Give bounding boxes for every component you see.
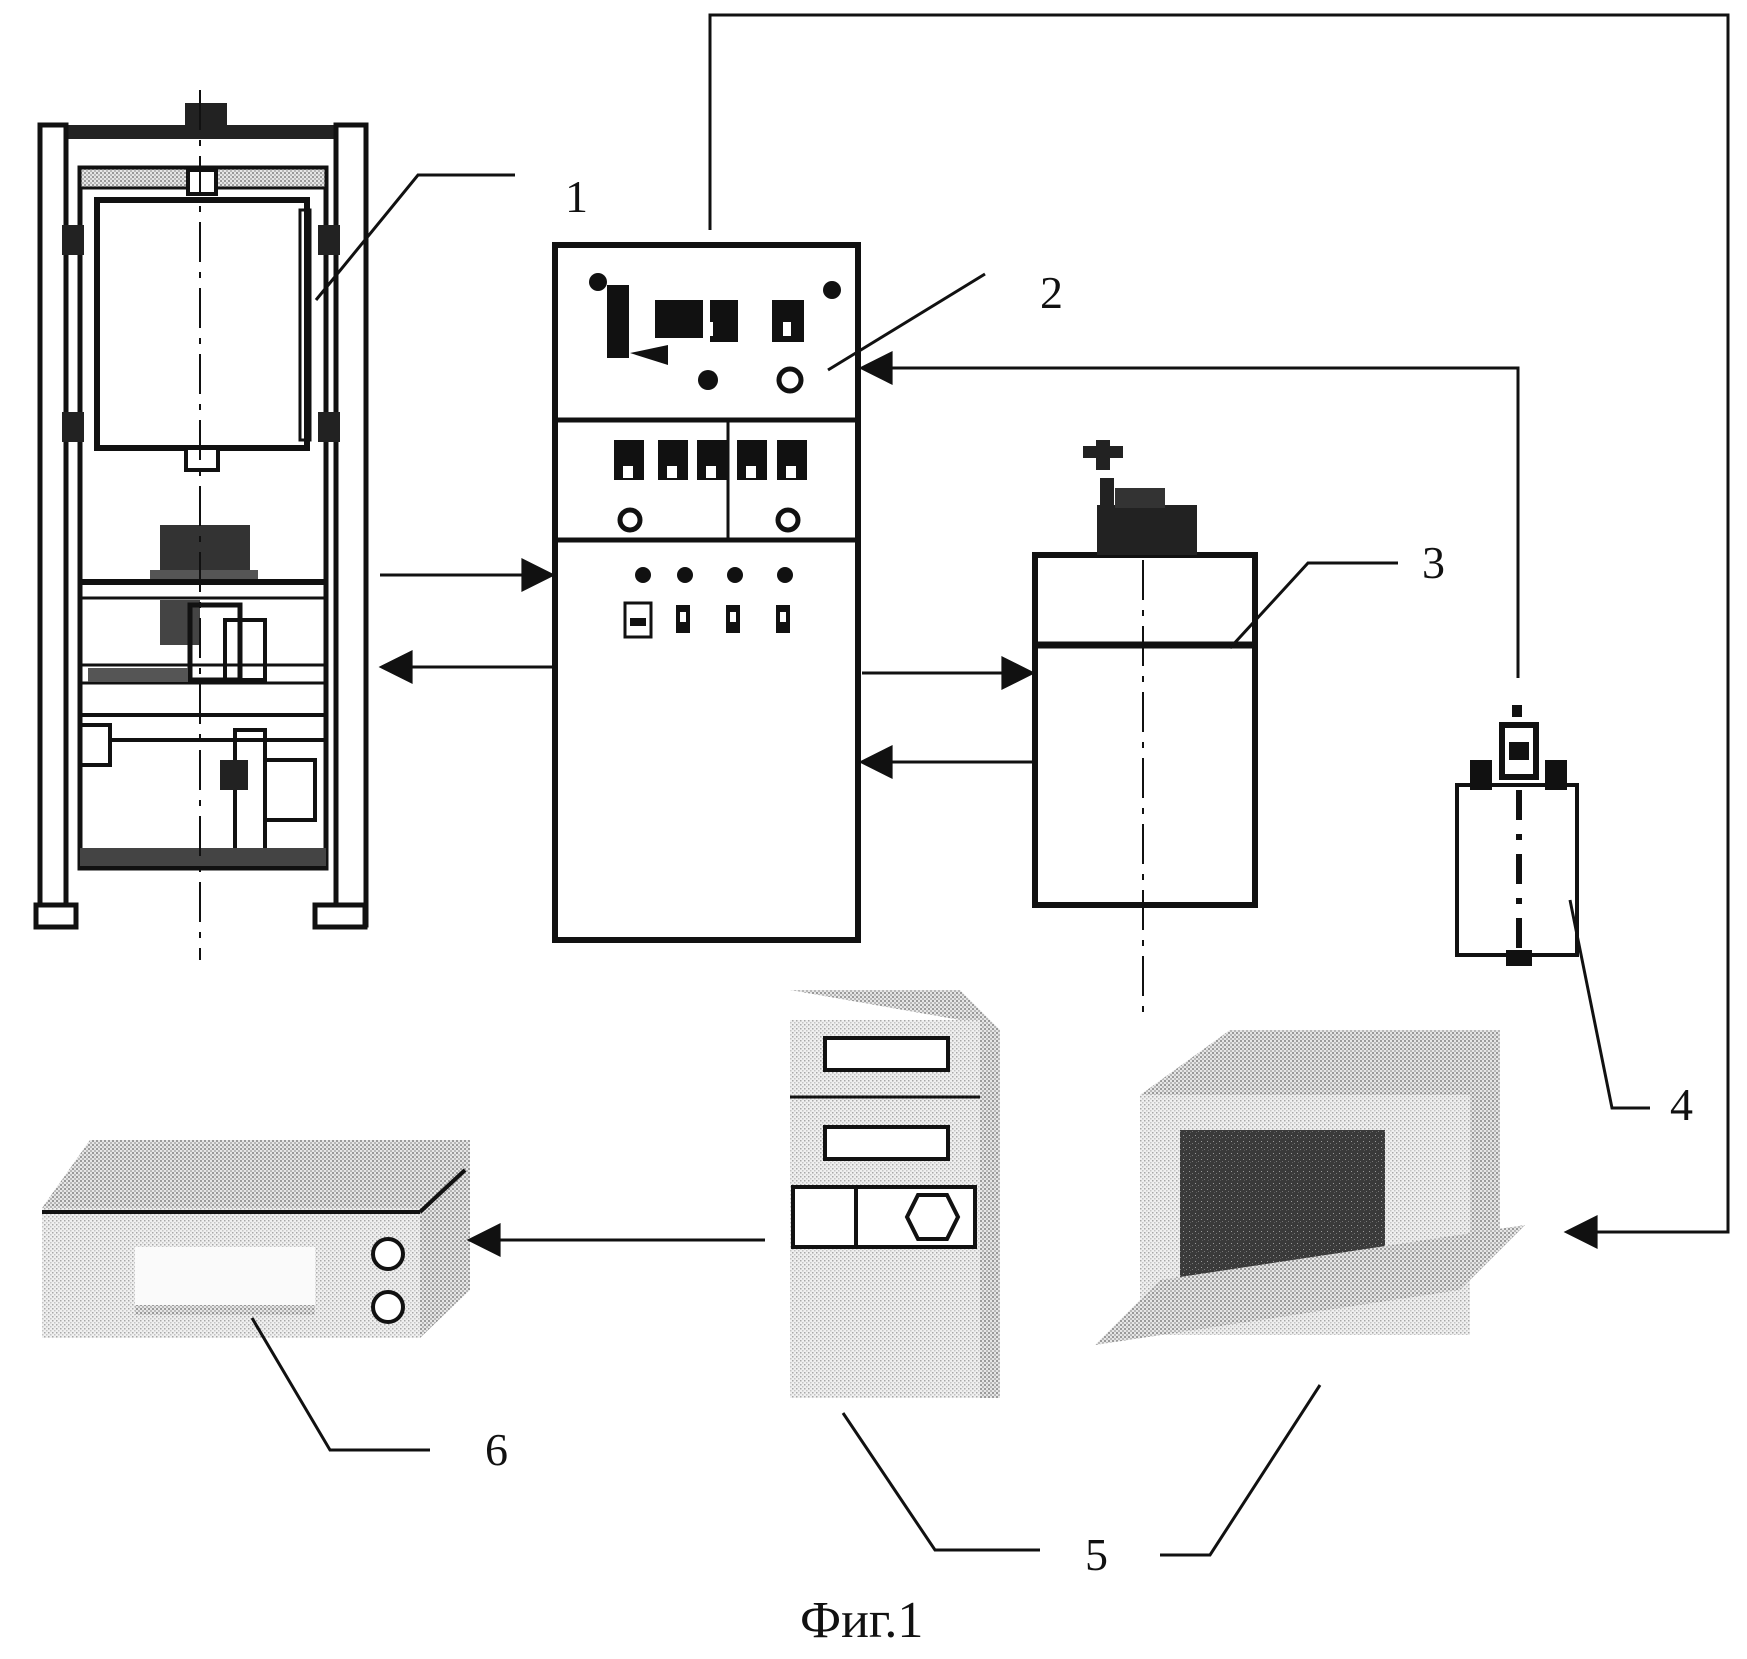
leader-line-5a — [843, 1413, 1040, 1550]
label-unit-2: 2 — [1040, 267, 1063, 318]
leader-line-5b — [1160, 1385, 1320, 1555]
leader-line-4 — [1570, 900, 1650, 1108]
figure-caption: Фиг.1 — [800, 1592, 923, 1649]
unit-5-computer — [790, 990, 1525, 1398]
unit-6-recorder — [42, 1140, 470, 1338]
unit-3-heater — [1035, 440, 1255, 1020]
label-unit-1: 1 — [565, 171, 588, 222]
label-unit-4: 4 — [1670, 1079, 1693, 1130]
unit-1-test-rig — [36, 90, 366, 960]
unit-2-control-cabinet — [555, 245, 858, 940]
unit-4-sensor — [1457, 705, 1577, 966]
label-unit-6: 6 — [485, 1424, 508, 1475]
label-unit-3: 3 — [1422, 537, 1445, 588]
label-unit-5: 5 — [1085, 1529, 1108, 1580]
